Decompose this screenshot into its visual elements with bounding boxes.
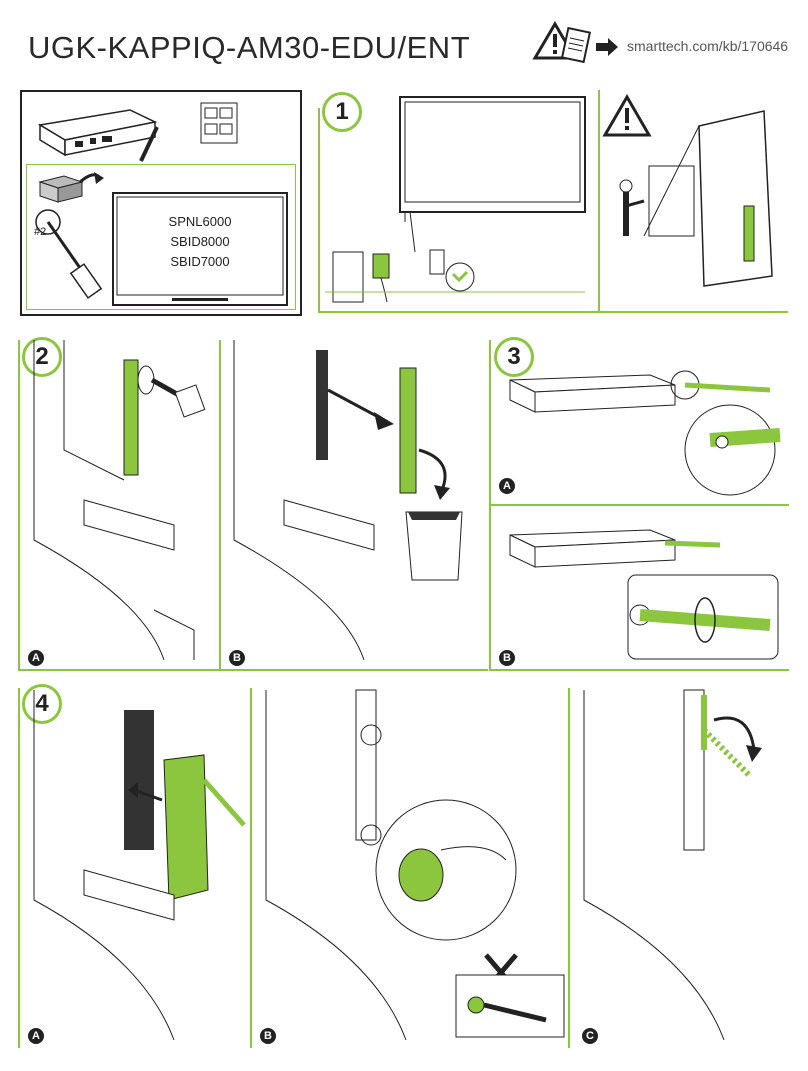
warning-unplug-illustration bbox=[619, 110, 773, 287]
step-3-badge: 3 bbox=[494, 337, 534, 377]
step2a-remove-cover-illustration bbox=[33, 340, 206, 661]
step4c-stow-stylus-illustration bbox=[583, 689, 762, 1041]
step-2-badge: 2 bbox=[22, 337, 62, 377]
warning-icon bbox=[602, 94, 652, 137]
step-4-badge: 4 bbox=[22, 684, 62, 724]
step-4b-label: B bbox=[260, 1028, 276, 1044]
screw-size-label: #2 bbox=[34, 226, 47, 238]
step4-mid-divider-2 bbox=[568, 688, 570, 1048]
cover-box-icon bbox=[38, 172, 104, 203]
kit-contents-panel bbox=[20, 90, 302, 316]
document-title: UGK-KAPPIQ-AM30-EDU/ENT bbox=[28, 30, 471, 65]
step3-mid-line bbox=[489, 504, 789, 506]
model-sbid7000: SBID7000 bbox=[170, 254, 230, 269]
arrow-right-icon bbox=[596, 38, 618, 56]
step-3a-label: A bbox=[499, 478, 515, 494]
ops-module-illustration bbox=[37, 109, 158, 157]
step3b-turn-stylus-illustration bbox=[509, 529, 779, 660]
step2b-discard-cover-illustration bbox=[233, 340, 463, 661]
step2-mid-divider bbox=[219, 340, 221, 670]
support-url[interactable]: smarttech.com/kb/170646 bbox=[627, 38, 789, 54]
warning-divider bbox=[598, 90, 600, 312]
step3a-insert-stylus-illustration bbox=[509, 370, 781, 496]
step1-bottom-line bbox=[318, 311, 598, 313]
requirements-subpanel bbox=[26, 164, 296, 310]
step-1-badge: 1 bbox=[322, 92, 362, 132]
model-sbid8000: SBID8000 bbox=[170, 234, 230, 249]
display-power-illustration bbox=[325, 96, 586, 303]
warning-bottom-line bbox=[598, 311, 788, 313]
step4-divider bbox=[18, 688, 20, 1048]
warning-document-icon bbox=[532, 21, 592, 64]
step4a-insert-module-illustration bbox=[33, 690, 246, 1041]
step3-bottom-line bbox=[489, 669, 789, 671]
step-2a-label: A bbox=[28, 650, 44, 666]
step-3b-label: B bbox=[499, 650, 515, 666]
quickstart-sheet-icon bbox=[200, 102, 238, 144]
model-spnl6000: SPNL6000 bbox=[168, 214, 232, 229]
step-4a-label: A bbox=[28, 1028, 44, 1044]
screwdriver-icon bbox=[35, 209, 103, 299]
step4-mid-divider-1 bbox=[250, 688, 252, 1048]
step-4c-label: C bbox=[582, 1028, 598, 1044]
step2-divider bbox=[18, 340, 20, 670]
step-2b-label: B bbox=[229, 650, 245, 666]
step4b-tighten-screws-illustration bbox=[265, 689, 565, 1041]
stylus-illustration bbox=[139, 126, 159, 162]
step2-bottom-line bbox=[18, 669, 488, 671]
display-front-icon bbox=[112, 192, 288, 306]
step1-divider bbox=[318, 108, 320, 312]
